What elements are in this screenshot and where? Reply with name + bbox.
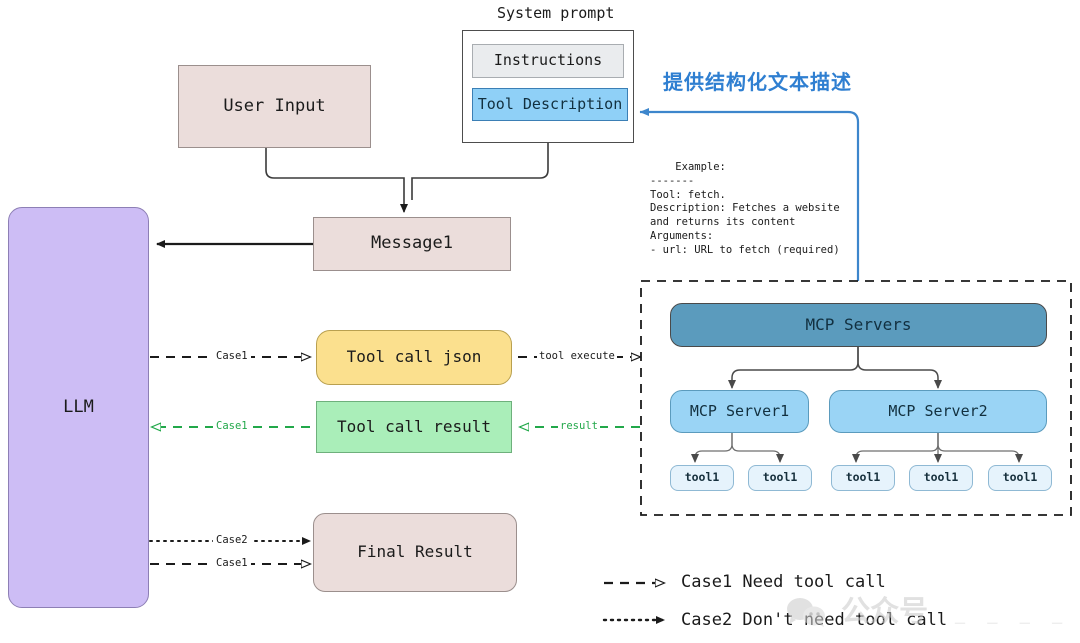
mcp-server2-box[interactable]: MCP Server2 <box>829 390 1047 433</box>
edge-server2-to-tool-3 <box>852 433 939 463</box>
message1-box[interactable]: Message1 <box>313 217 511 271</box>
final-result-box[interactable]: Final Result <box>313 513 517 592</box>
tool-call-result-box[interactable]: Tool call result <box>316 401 512 453</box>
annotation-structured-text: 提供结构化文本描述 <box>663 70 852 94</box>
mcp-container-border <box>640 280 1072 516</box>
edge-server1-to-tool-2 <box>731 433 784 463</box>
system-prompt-caption: System prompt <box>497 4 615 22</box>
edge-server2-to-tool-5 <box>937 433 1023 463</box>
tool-node[interactable]: tool1 <box>988 465 1052 491</box>
user-input-box[interactable]: User Input <box>178 65 371 148</box>
edge-system-prompt-to-message1 <box>411 143 549 200</box>
edge-mcp-to-server1 <box>728 347 859 389</box>
edge-server1-to-tool-1 <box>691 433 733 463</box>
tool-call-json-box[interactable]: Tool call json <box>316 330 512 385</box>
edge-label-case1-final: Case1 <box>213 557 251 569</box>
tool-node[interactable]: tool1 <box>748 465 812 491</box>
edge-label-case1-result: Case1 <box>213 420 251 432</box>
tool-node[interactable]: tool1 <box>670 465 734 491</box>
instructions-box[interactable]: Instructions <box>472 44 624 78</box>
legend-item-case1: Case1 Need tool call <box>681 572 886 592</box>
example-text-block: Example: ------- Tool: fetch. Descriptio… <box>650 160 840 257</box>
mcp-server1-box[interactable]: MCP Server1 <box>670 390 809 433</box>
tool-description-box[interactable]: Tool Description <box>472 88 628 121</box>
edge-user-input-to-message1 <box>265 148 408 213</box>
llm-box[interactable]: LLM <box>8 207 149 608</box>
tool-node[interactable]: tool1 <box>909 465 973 491</box>
mcp-servers-box[interactable]: MCP Servers <box>670 303 1047 347</box>
edge-mcp-to-server2 <box>857 347 942 389</box>
edge-mcp-to-tool-description <box>639 108 860 281</box>
legend-item-case2: Case2 Don't need tool call <box>681 610 948 630</box>
tool-node[interactable]: tool1 <box>831 465 895 491</box>
edge-label-result: result <box>558 420 600 432</box>
edge-label-tool-execute: tool execute <box>537 350 617 362</box>
edge-label-case1-json: Case1 <box>213 350 251 362</box>
edge-label-case2-final: Case2 <box>213 534 251 546</box>
